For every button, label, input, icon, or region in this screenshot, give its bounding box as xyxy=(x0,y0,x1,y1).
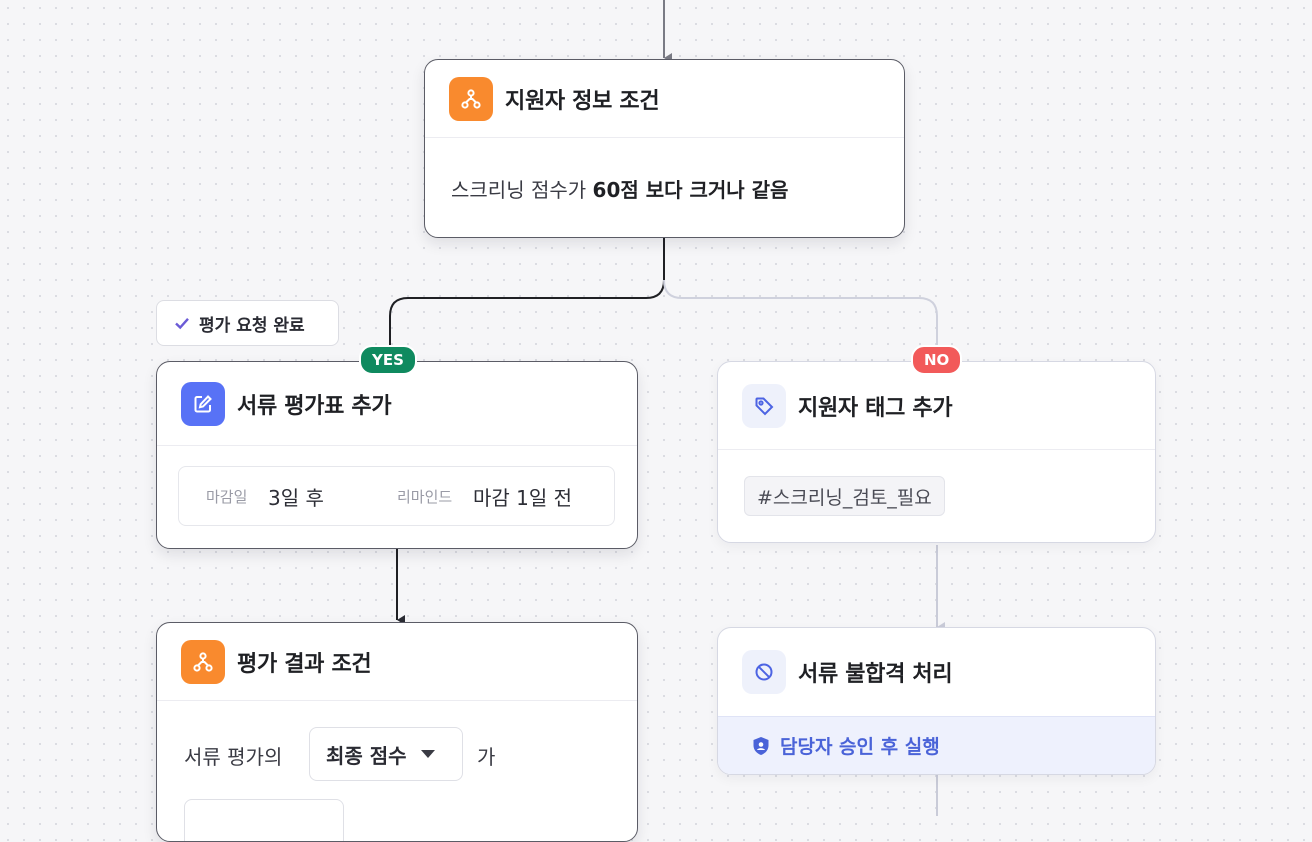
reminder-value: 마감 1일 전 xyxy=(473,485,573,510)
node-title: 평가 결과 조건 xyxy=(237,651,372,677)
score-field-select[interactable]: 최종 점수 xyxy=(309,727,463,781)
condition-value: 60점 보다 크거나 같음 xyxy=(592,178,789,202)
applicant-info-condition-node[interactable]: 지원자 정보 조건 스크리닝 점수가 60점 보다 크거나 같음 xyxy=(424,59,905,238)
node-header: 평가 결과 조건 xyxy=(157,623,637,701)
branch-icon xyxy=(449,76,493,121)
approval-required-note: 담당자 승인 후 실행 xyxy=(718,716,1155,774)
select-value: 최종 점수 xyxy=(326,743,407,768)
eval-result-condition-node[interactable]: 평가 결과 조건 서류 평가의 최종 점수 가 xyxy=(156,622,638,842)
reminder-label: 리마인드 xyxy=(397,487,453,506)
document-reject-node[interactable]: 서류 불합격 처리 담당자 승인 후 실행 xyxy=(717,627,1156,775)
tag-icon xyxy=(742,383,786,428)
branch-icon xyxy=(181,639,225,684)
node-header: 지원자 태그 추가 xyxy=(718,362,1155,450)
ban-icon xyxy=(742,650,786,694)
no-branch-chip: NO xyxy=(911,345,963,375)
node-title: 서류 평가표 추가 xyxy=(237,393,392,419)
no-connector xyxy=(663,279,938,350)
approval-note-text: 담당자 승인 후 실행 xyxy=(780,736,940,758)
yes-branch-chip: YES xyxy=(359,345,417,375)
condition-summary: 스크리닝 점수가 60점 보다 크거나 같음 xyxy=(451,174,788,203)
node-title: 지원자 정보 조건 xyxy=(505,88,660,114)
edit-icon xyxy=(181,381,225,426)
add-eval-sheet-node[interactable]: 서류 평가표 추가 마감일 3일 후 리마인드 마감 1일 전 xyxy=(156,361,638,549)
node-header: 서류 평가표 추가 xyxy=(157,362,637,446)
deadline-label: 마감일 xyxy=(206,487,248,506)
applicant-tag[interactable]: #스크리닝_검토_필요 xyxy=(744,476,945,516)
node-title: 지원자 태그 추가 xyxy=(798,395,953,421)
condition-prefix: 스크리닝 점수가 xyxy=(451,178,587,202)
condition-suffix: 가 xyxy=(477,745,496,769)
operator-select[interactable] xyxy=(184,799,344,841)
badge-label: 평가 요청 완료 xyxy=(199,315,305,336)
check-icon xyxy=(175,317,189,330)
evaluation-request-completed-badge: 평가 요청 완료 xyxy=(156,300,339,346)
condition-prefix: 서류 평가의 xyxy=(184,745,283,769)
chevron-down-icon xyxy=(420,750,435,758)
node-header: 서류 불합격 처리 xyxy=(718,628,1155,716)
yes-connector xyxy=(389,238,665,350)
deadline-value: 3일 후 xyxy=(268,485,324,510)
node-title: 서류 불합격 처리 xyxy=(798,662,953,687)
node-header: 지원자 정보 조건 xyxy=(425,60,904,138)
add-applicant-tag-node[interactable]: 지원자 태그 추가 #스크리닝_검토_필요 xyxy=(717,361,1156,543)
shield-icon xyxy=(753,736,769,755)
schedule-settings[interactable]: 마감일 3일 후 리마인드 마감 1일 전 xyxy=(178,466,615,526)
